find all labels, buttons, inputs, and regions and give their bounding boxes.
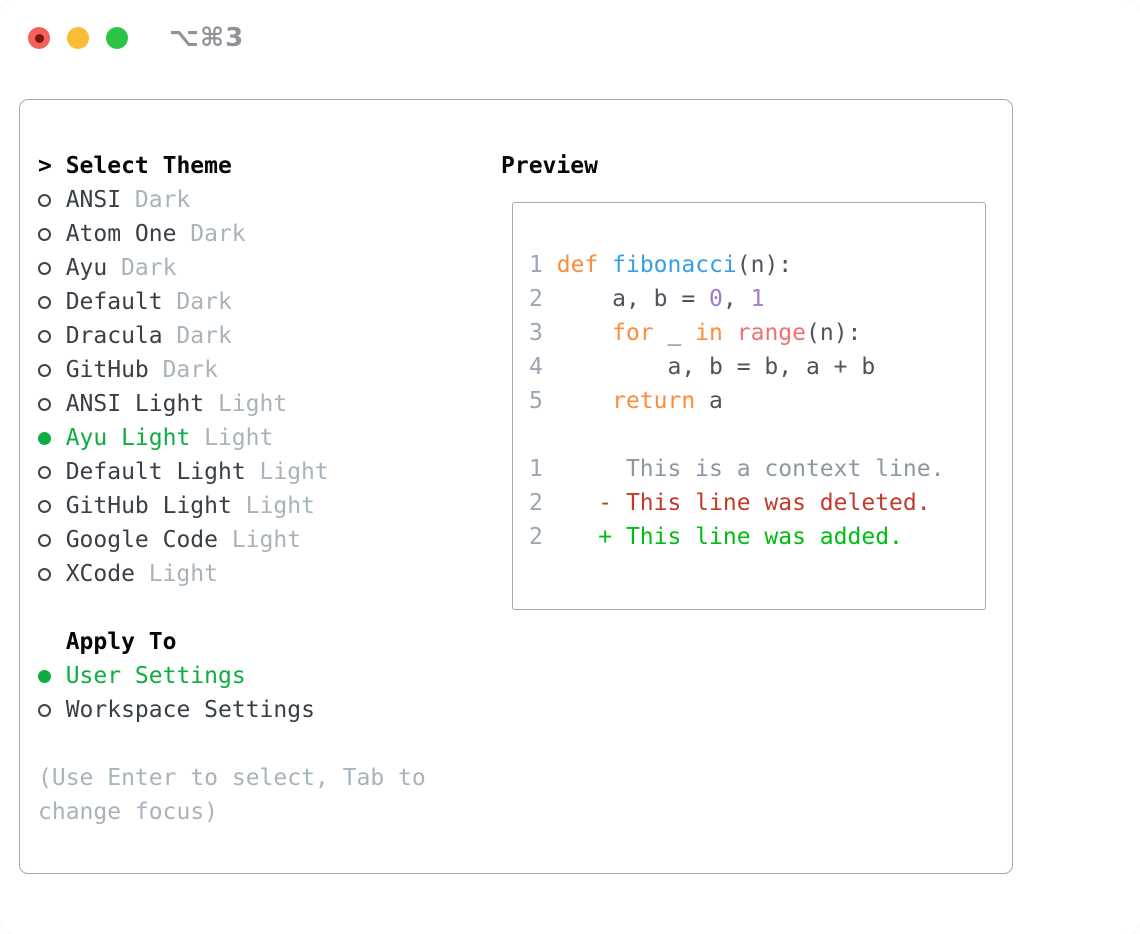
theme-list-item[interactable]: Ayu Dark	[38, 251, 483, 285]
apply-to-header-row: Apply To	[38, 625, 483, 659]
radio-icon	[38, 465, 66, 479]
theme-list-item[interactable]: XCode Light	[38, 557, 483, 591]
option-label: Ayu	[65, 255, 108, 281]
option-label: Workspace Settings	[65, 697, 315, 723]
theme-list-item[interactable]: Ayu Light Light	[38, 421, 483, 455]
select-theme-title: Select Theme	[65, 153, 232, 179]
theme-list-item[interactable]: ANSI Dark	[38, 183, 483, 217]
help-text: (Use Enter to select, Tab to change focu…	[38, 765, 426, 825]
theme-list-item[interactable]: Google Code Light	[38, 523, 483, 557]
select-theme-header-row: > Select Theme	[38, 149, 483, 183]
code-line: 2 a, b = 0, 1	[529, 286, 765, 312]
radio-icon	[38, 193, 66, 207]
code-line: 1 def fibonacci(n):	[529, 252, 793, 278]
preview-pane: 1 def fibonacci(n): 2 a, b = 0, 1 3 for _ …	[512, 202, 986, 610]
close-dot-icon	[34, 33, 44, 43]
apply-to-option[interactable]: Workspace Settings	[38, 693, 483, 727]
close-button[interactable]	[28, 27, 50, 49]
option-label: Ayu Light	[65, 425, 191, 451]
theme-variant-badge: Light	[148, 561, 218, 587]
theme-list-item[interactable]: Default Dark	[38, 285, 483, 319]
theme-list-item[interactable]: Default Light Light	[38, 455, 483, 489]
theme-variant-badge: Light	[231, 527, 302, 553]
option-label: Default	[65, 289, 163, 315]
preview-header-row: Preview	[501, 149, 986, 183]
code-line: 3 for _ in range(n):	[529, 320, 862, 346]
radio-icon	[38, 397, 66, 411]
prompt-caret-icon: >	[38, 153, 52, 179]
radio-icon	[38, 363, 66, 377]
option-label: Atom One	[65, 221, 177, 247]
apply-to-option[interactable]: User Settings	[38, 659, 483, 693]
spacer	[38, 591, 483, 625]
spacer	[38, 727, 483, 761]
radio-icon	[38, 295, 66, 309]
theme-list-item[interactable]: Atom One Dark	[38, 217, 483, 251]
theme-variant-badge: Dark	[176, 323, 232, 349]
theme-variant-badge: Light	[259, 459, 329, 485]
minimize-button[interactable]	[67, 27, 89, 49]
preview-title: Preview	[501, 153, 598, 179]
apply-to-title: Apply To	[65, 629, 177, 655]
code-line: 5 return a	[529, 388, 723, 414]
option-label: Google Code	[65, 527, 219, 553]
theme-variant-badge: Dark	[162, 357, 218, 383]
theme-list-item[interactable]: Dracula Dark	[38, 319, 483, 353]
theme-list-item[interactable]: GitHub Dark	[38, 353, 483, 387]
option-label: User Settings	[65, 663, 246, 689]
titlebar: ⌥⌘3	[28, 23, 244, 53]
option-label: Dracula	[65, 323, 163, 349]
window-shortcut-label: ⌥⌘3	[169, 23, 245, 53]
theme-variant-badge: Dark	[190, 221, 246, 247]
radio-icon	[38, 329, 66, 343]
theme-variant-badge: Light	[217, 391, 288, 417]
option-label: ANSI Light	[65, 391, 205, 417]
theme-variant-badge: Light	[245, 493, 315, 519]
radio-icon	[38, 533, 66, 547]
option-label: XCode	[65, 561, 135, 587]
radio-icon	[38, 703, 66, 717]
diff-line: 2 + This line was added.	[529, 524, 903, 550]
code-preview: 1 def fibonacci(n): 2 a, b = 0, 1 3 for _ …	[513, 203, 985, 554]
theme-variant-badge: Dark	[176, 289, 232, 315]
option-label: GitHub	[65, 357, 149, 383]
code-line	[529, 418, 985, 452]
zoom-button[interactable]	[106, 27, 128, 49]
option-label: GitHub Light	[65, 493, 232, 519]
radio-icon	[38, 227, 66, 241]
radio-icon	[38, 567, 66, 581]
theme-variant-badge: Dark	[121, 255, 177, 281]
theme-variant-badge: Light	[204, 425, 274, 451]
theme-variant-badge: Dark	[134, 187, 191, 213]
code-line: 4 a, b = b, a + b	[529, 354, 876, 380]
theme-list-item[interactable]: GitHub Light Light	[38, 489, 483, 523]
diff-line: 1 This is a context line.	[529, 456, 945, 482]
radio-selected-icon	[38, 431, 66, 445]
radio-icon	[38, 499, 66, 513]
option-label: ANSI	[65, 187, 122, 213]
radio-selected-icon	[38, 669, 66, 683]
preview-column: Preview 1 def fibonacci(n): 2 a, b = 0, 1…	[501, 149, 986, 610]
option-label: Default Light	[65, 459, 246, 485]
radio-icon	[38, 261, 66, 275]
theme-list-item[interactable]: ANSI Light Light	[38, 387, 483, 421]
diff-line: 2 - This line was deleted.	[529, 490, 931, 516]
